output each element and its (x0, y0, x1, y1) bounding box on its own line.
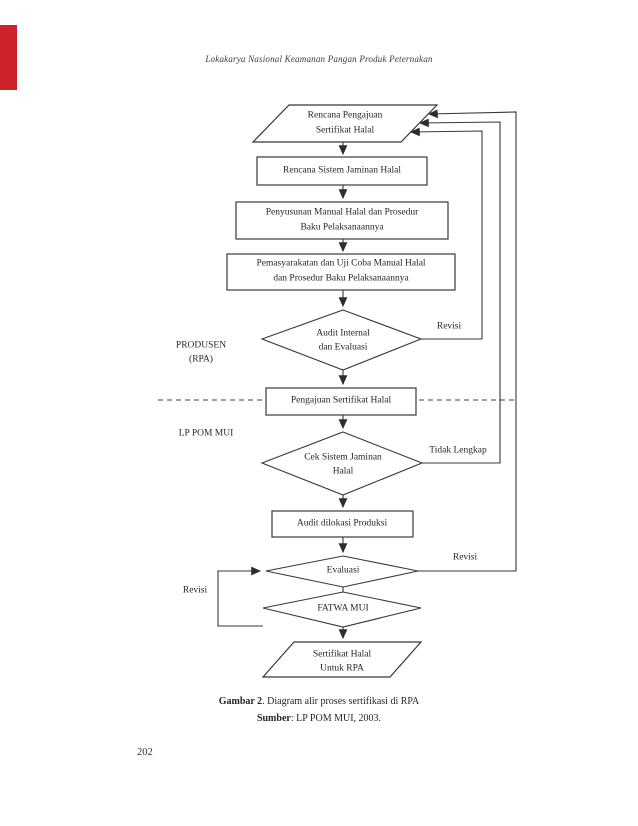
edge-tidak-lengkap (418, 118, 501, 464)
node-rencana-pengajuan-label-1: Rencana Pengajuan (307, 110, 383, 121)
zone-label-rpa: (RPA) (189, 354, 213, 365)
edge-label-tidak-lengkap: Tidak Lengkap (429, 445, 487, 456)
figure-caption-bold: Gambar 2 (218, 696, 263, 707)
edge-revisi-evaluasi (418, 109, 517, 572)
node-evaluasi-label: Evaluasi (326, 565, 360, 576)
node-pemasyarakatan-label-1: Pemasyarakatan dan Uji Coba Manual Halal (256, 258, 426, 269)
node-cek-sistem-shape (260, 431, 424, 496)
node-rencana-sistem-shape (256, 156, 428, 186)
node-sertifikat-halal-label-1: Sertifikat Halal (312, 649, 372, 660)
node-audit-lokasi-shape (271, 510, 414, 538)
node-penyusunan-manual-label-2: Baku Pelaksanaannya (300, 222, 384, 233)
node-cek-sistem-label-2: Halal (332, 466, 354, 477)
figure-source-text: : LP POM MUI, 2003. (290, 713, 382, 724)
node-sertifikat-halal-label-2: Untuk RPA (320, 663, 364, 674)
node-cek-sistem-label-1: Cek Sistem Jaminan (304, 452, 382, 463)
node-rencana-pengajuan-shape (251, 104, 439, 143)
node-rencana-sistem-label: Rencana Sistem Jaminan Halal (283, 165, 401, 176)
figure-caption: Gambar 2. Diagram alir proses sertifikas… (0, 696, 638, 707)
edge-revisi-audit-internal (409, 127, 483, 340)
zone-label-produsen: PRODUSEN (175, 340, 227, 351)
node-pengajuan-sertifikat-shape (265, 387, 417, 416)
node-audit-internal-shape (260, 309, 423, 371)
edge-label-revisi-fatwa: Revisi (182, 585, 208, 596)
page-number: 202 (137, 747, 153, 758)
node-penyusunan-manual-label-1: Penyusunan Manual Halal dan Prosedur (265, 207, 419, 218)
node-rencana-pengajuan-label-2: Sertifikat Halal (315, 125, 375, 136)
figure-caption-text: . Diagram alir proses sertifikasi di RPA (262, 696, 420, 707)
figure-source-bold: Sumber (256, 713, 291, 724)
node-audit-lokasi-label: Audit dilokasi Produksi (296, 518, 388, 529)
node-pemasyarakatan-shape (226, 253, 456, 291)
red-margin-marker (0, 25, 17, 90)
edge-label-revisi-evaluasi: Revisi (452, 552, 478, 563)
node-audit-internal-label-2: dan Evaluasi (318, 342, 368, 353)
node-sertifikat-halal-shape (261, 641, 423, 678)
edge-revisi-fatwa (217, 566, 263, 627)
node-penyusunan-manual-shape (235, 201, 449, 240)
node-pengajuan-sertifikat-label: Pengajuan Sertifikat Halal (290, 395, 392, 406)
figure-source: Sumber: LP POM MUI, 2003. (0, 713, 638, 724)
node-audit-internal-label-1: Audit Internal (316, 328, 370, 339)
node-pemasyarakatan-label-2: dan Prosedur Baku Pelaksanaannya (273, 273, 409, 284)
zone-label-lp-pom-mui: LP POM MUI (178, 428, 234, 439)
node-fatwa-mui-label: FATWA MUI (317, 603, 369, 614)
running-head: Lokakarya Nasional Keamanan Pangan Produ… (205, 54, 433, 64)
edge-label-revisi-audit: Revisi (436, 321, 462, 332)
